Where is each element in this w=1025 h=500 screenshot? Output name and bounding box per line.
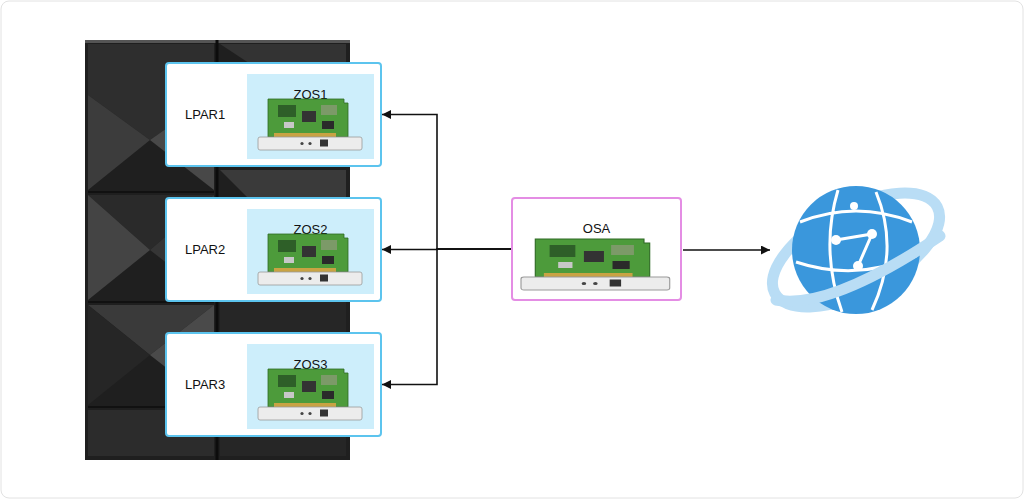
node-label: OSA [513,221,680,237]
node-label: LPAR2 [185,242,225,258]
os-box: ZOS1 [247,74,374,159]
adapter-box: OSA [511,197,682,301]
globe-dot [867,229,877,239]
node-label: LPAR3 [185,377,225,393]
uplink-arrow [683,249,770,251]
globe-dot [831,235,841,245]
node-label: ZOS2 [247,222,374,238]
network-globe [755,170,957,331]
globe-dot [850,202,858,210]
node-label: LPAR1 [185,107,225,123]
rack-facet [88,195,150,300]
rack-seam [88,191,214,193]
globe-ring-front [776,236,940,301]
node-label: ZOS3 [247,357,374,373]
lpar-box: LPAR3 ZOS3 [165,332,382,437]
os-box: ZOS2 [247,209,374,294]
connector-arrow [382,115,511,250]
connector-arrow [382,249,511,385]
rack-facet [88,305,150,405]
node-label: ZOS1 [247,87,374,103]
lpar-box: LPAR1 ZOS1 [165,62,382,167]
globe-dot [853,261,863,271]
connector-arrow [382,248,511,250]
globe-ring [755,170,957,331]
lpar-box: LPAR2 ZOS2 [165,197,382,302]
os-box: ZOS3 [247,344,374,429]
rack-facet [88,95,150,190]
